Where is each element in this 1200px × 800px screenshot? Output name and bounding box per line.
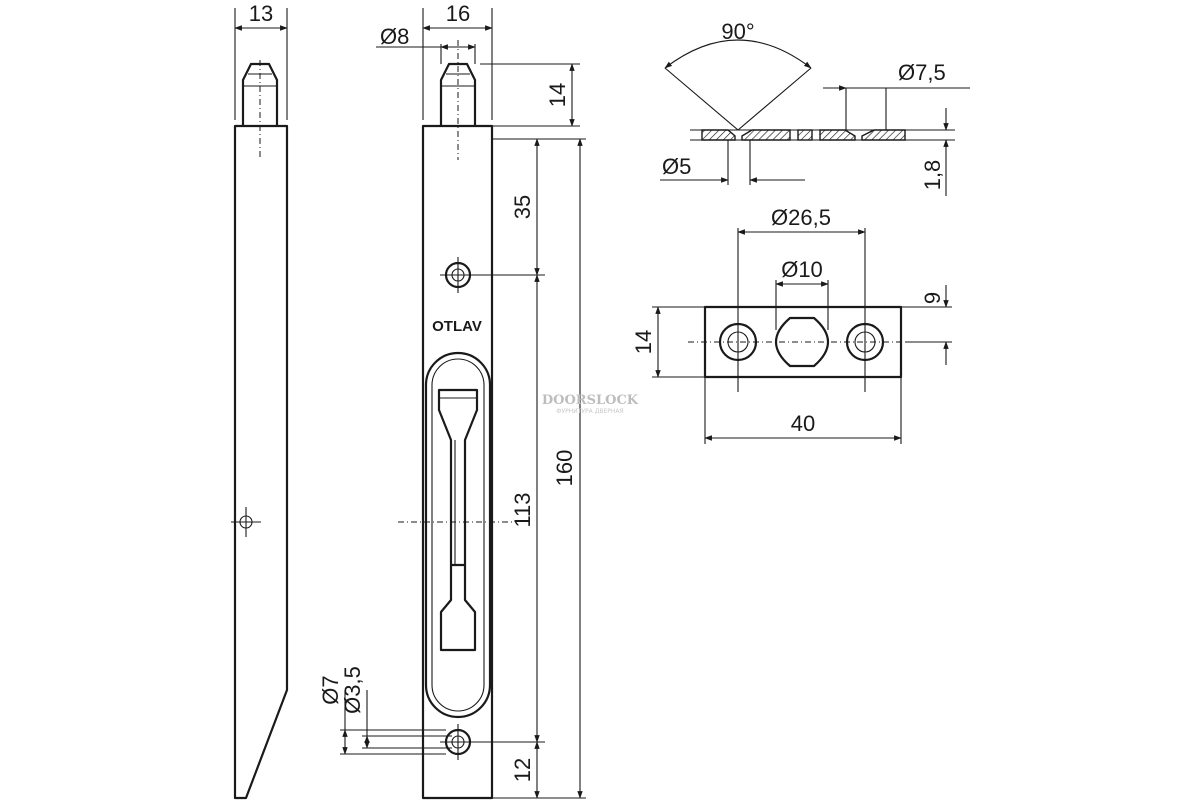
plate-length-dimension: 40 bbox=[704, 377, 902, 444]
plate-height-label: 14 bbox=[631, 330, 656, 354]
pin-length-dimension: 14 bbox=[480, 63, 580, 127]
section-hole-label: Ø5 bbox=[662, 154, 691, 179]
svg-text:ФУРНИТУРА ДВЕРНАЯ: ФУРНИТУРА ДВЕРНАЯ bbox=[556, 408, 623, 415]
countersink-diameter-label: Ø7 bbox=[318, 675, 343, 704]
center-hole-label: Ø10 bbox=[781, 257, 823, 282]
countersink-angle-dimension: 90° bbox=[664, 19, 812, 131]
section-thickness-label: 1,8 bbox=[920, 160, 945, 191]
total-length-dimension: 160 bbox=[492, 138, 586, 799]
section-countersink-label: Ø7,5 bbox=[898, 60, 946, 85]
section-thickness-dimension: 1,8 bbox=[905, 108, 952, 196]
watermark: DOORSLOCK ФУРНИТУРА ДВЕРНАЯ bbox=[542, 393, 639, 415]
bolt-handle bbox=[437, 388, 479, 652]
center-bolt-hole bbox=[774, 316, 830, 368]
hole-offset-dimension: 35 bbox=[470, 138, 545, 276]
side-width-label: 13 bbox=[249, 1, 273, 26]
hole-diameter-label: Ø3,5 bbox=[340, 666, 365, 714]
plate-length-label: 40 bbox=[791, 411, 815, 436]
half-height-label: 9 bbox=[920, 292, 945, 304]
front-view: OTLAV 16 bbox=[318, 1, 586, 800]
pin-diameter-label: Ø8 bbox=[380, 24, 409, 49]
hole-offset-label: 35 bbox=[510, 195, 535, 219]
section-hole-dimension: Ø5 bbox=[660, 140, 805, 185]
section-countersink-dimension: Ø7,5 bbox=[823, 60, 970, 130]
front-view-body bbox=[421, 124, 494, 800]
center-hole-dimension: Ø10 bbox=[775, 257, 829, 330]
strike-hole-spacing-label: Ø26,5 bbox=[771, 205, 831, 230]
bottom-offset-dimension: 12 bbox=[510, 741, 540, 799]
brand-mark: OTLAV bbox=[432, 318, 482, 335]
right-mounting-hole bbox=[845, 318, 885, 392]
bolt-slot bbox=[424, 351, 492, 719]
half-height-dimension: 9 bbox=[901, 285, 952, 365]
hole-spacing-dimension: 113 bbox=[470, 274, 545, 743]
side-view-screw-hole bbox=[231, 507, 261, 537]
plate-height-dimension: 14 bbox=[631, 306, 705, 378]
strike-plate: Ø26,5 Ø10 9 14 40 bbox=[631, 205, 952, 444]
bottom-offset-label: 12 bbox=[510, 758, 535, 782]
pin-diameter-dimension: Ø8 bbox=[376, 24, 476, 64]
svg-text:DOORSLOCK: DOORSLOCK bbox=[542, 393, 639, 408]
angle-label: 90° bbox=[721, 19, 754, 44]
hole-diameter-dimensions: Ø7 Ø3,5 bbox=[318, 666, 452, 755]
total-length-label: 160 bbox=[552, 450, 577, 487]
side-view-outline bbox=[233, 124, 289, 800]
front-width-label: 16 bbox=[446, 1, 470, 26]
strike-section: 90° Ø7,5 Ø5 1,8 bbox=[660, 19, 970, 196]
hole-spacing-dimension-strike: Ø26,5 bbox=[737, 205, 866, 318]
side-width-dimension: 13 bbox=[234, 1, 288, 120]
left-mounting-hole bbox=[718, 318, 758, 392]
front-view-pin bbox=[439, 62, 477, 126]
section-left-piece bbox=[701, 129, 736, 141]
section-right-piece bbox=[861, 129, 906, 141]
front-width-dimension: 16 bbox=[422, 1, 493, 120]
pin-length-label: 14 bbox=[545, 83, 570, 107]
side-view: 13 bbox=[231, 1, 289, 800]
hole-spacing-label: 113 bbox=[510, 492, 535, 527]
